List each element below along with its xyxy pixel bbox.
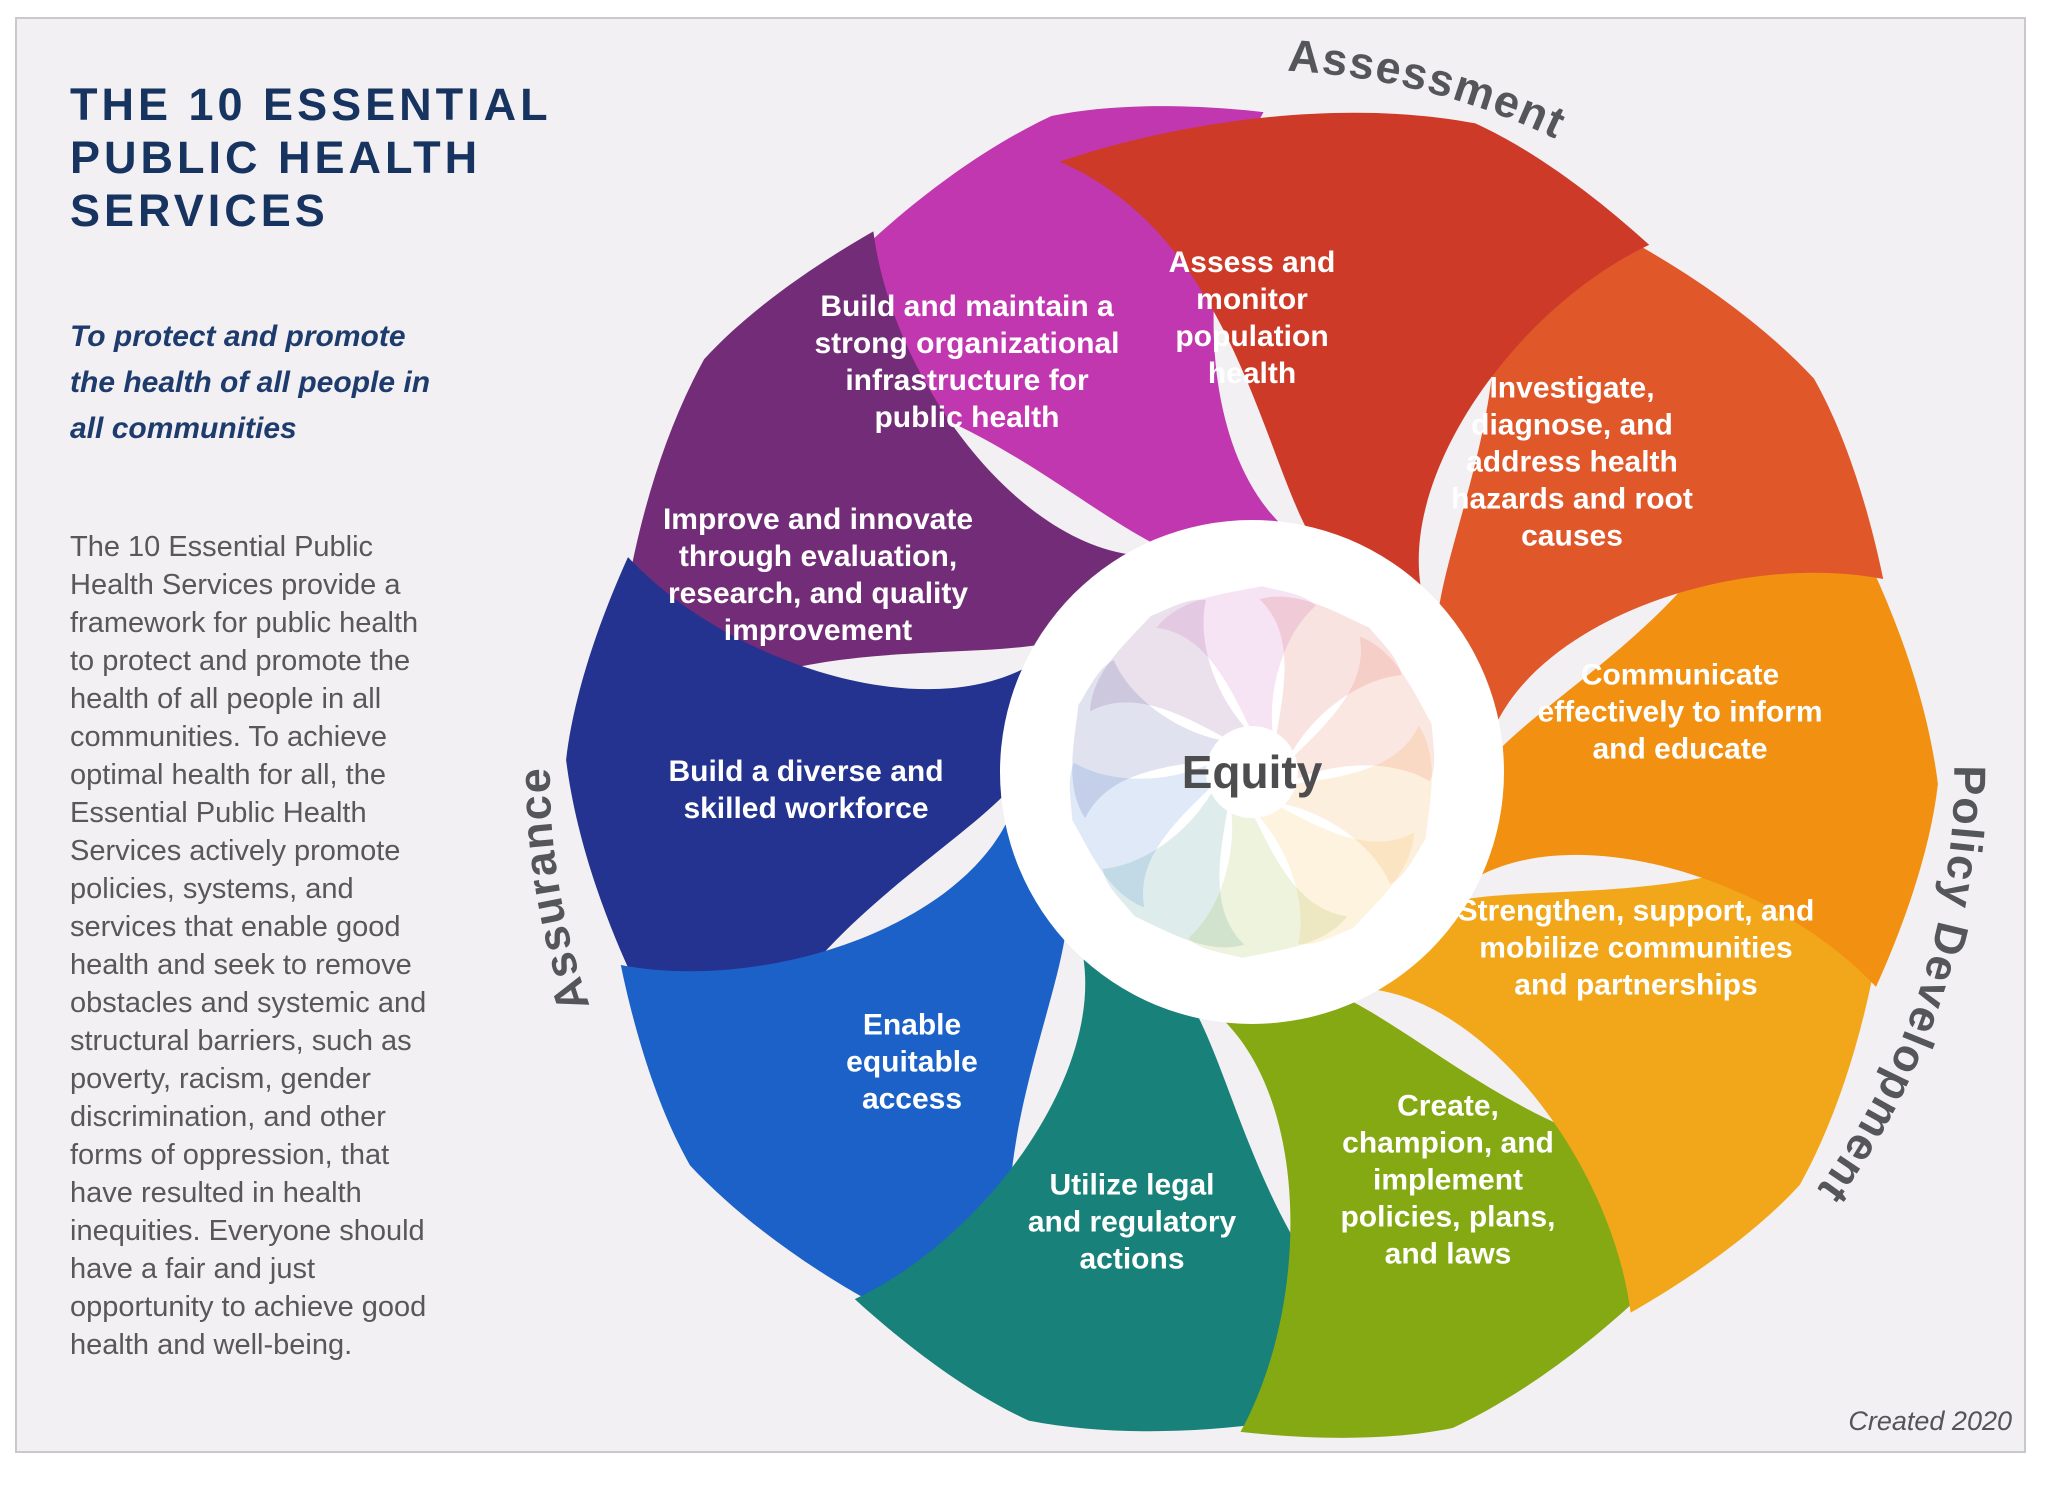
page-title: THE 10 ESSENTIAL PUBLIC HEALTH SERVICES — [70, 79, 552, 236]
segment-assess-and-monitor — [1059, 112, 1650, 588]
equity-label: Equity — [1182, 746, 1323, 798]
ghost-segment-utilize-legal-regulatory — [1102, 793, 1245, 948]
center-ghost-pinwheel — [1069, 586, 1435, 958]
ghost-segment-strengthen-support-mobilize — [1259, 807, 1414, 945]
equity-center-circle — [1000, 520, 1504, 1024]
ghost-segment-build-infrastructure — [1156, 586, 1316, 731]
created-note: Created 2020 — [1848, 1406, 2012, 1436]
ghost-segment-improve-and-innovate — [1090, 599, 1245, 737]
ghost-segment-build-skilled-workforce — [1072, 660, 1220, 819]
ghost-segment-enable-equitable-access — [1069, 762, 1210, 908]
ghost-segment-investigate-diagnose — [1294, 636, 1435, 782]
page-subtitle: To protect and promote the health of all… — [70, 320, 431, 445]
wheel-blades — [566, 106, 1938, 1438]
ghost-segment-create-champion-implement — [1188, 813, 1348, 958]
ghost-segment-assess-and-monitor — [1259, 596, 1402, 751]
segment-improve-and-innovate — [611, 231, 1129, 767]
segment-strengthen-support-mobilize — [1375, 777, 1893, 1313]
segment-create-champion-implement — [1223, 1001, 1767, 1438]
ghost-segment-communicate-effectively — [1284, 725, 1432, 884]
description-paragraph: The 10 Essential Public Health Services … — [70, 531, 427, 1361]
